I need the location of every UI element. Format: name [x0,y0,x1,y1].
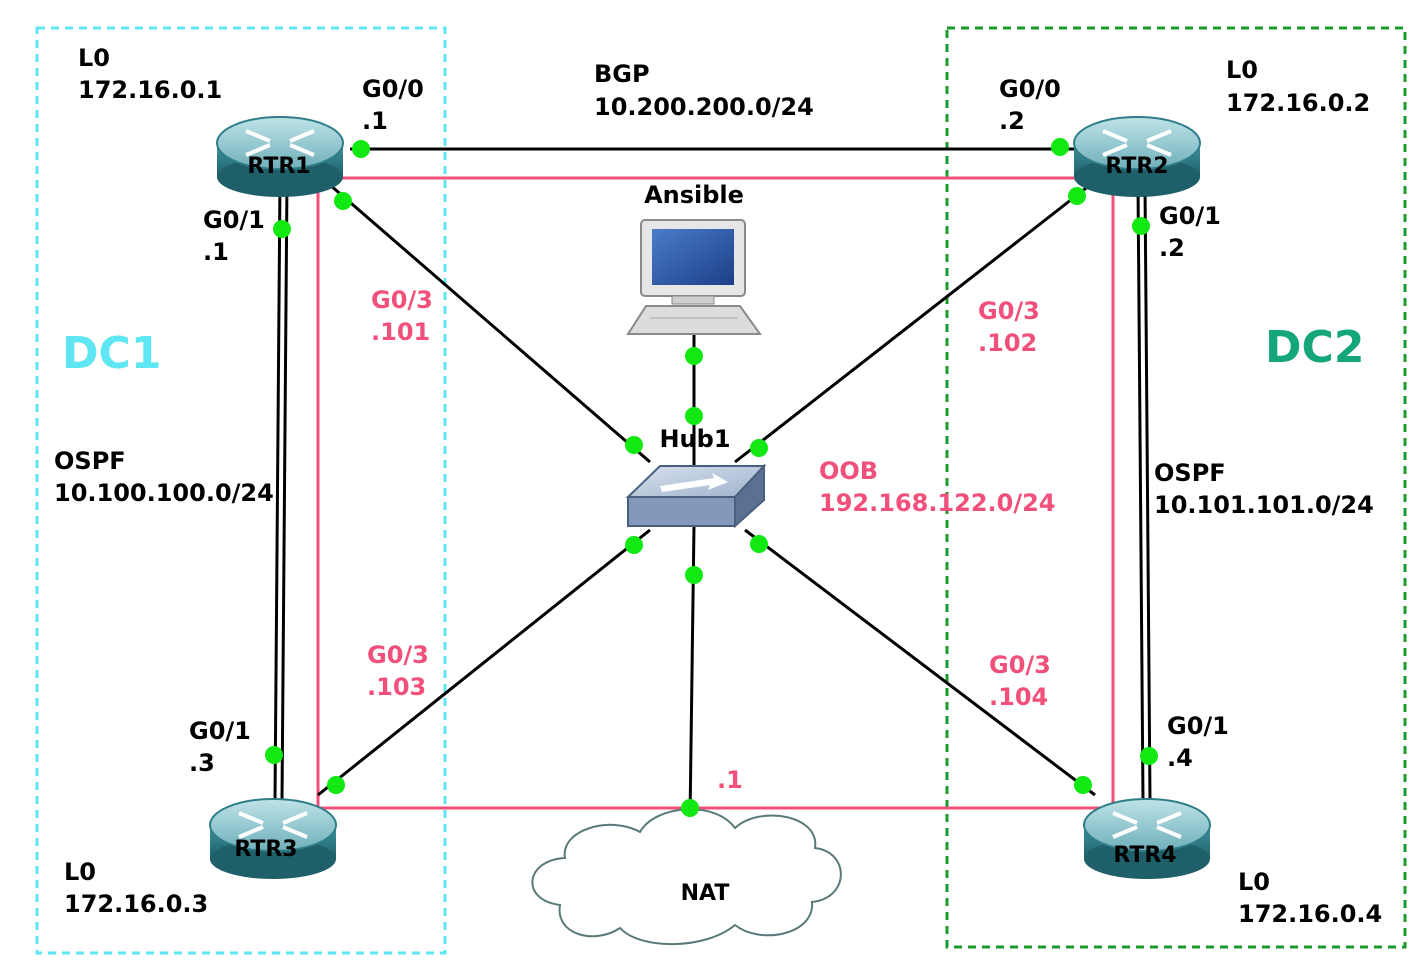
rtr2-g01-ip: .2 [1159,234,1185,262]
rtr4-g01-ip: .4 [1167,744,1193,772]
port-dot-rtr1-g01 [273,220,291,238]
rtr1-g01-ip: .1 [203,238,229,266]
port-dot-rtr1-g03 [334,192,352,210]
hub-name: Hub1 [659,425,730,453]
rtr1-loopback-name: L0 [78,44,110,72]
rtr1-loopback-ip: 172.16.0.1 [78,76,222,104]
port-dot-rtr4-g03 [1074,776,1092,794]
ospf-dc1-protocol-label: OSPF [54,447,126,475]
rtr2-g01-if: G0/1 [1159,202,1221,230]
rtr2-g00-ip: .2 [999,107,1025,135]
port-dot-hub-ansible [685,407,703,425]
rtr1-g00-ip: .1 [362,107,388,135]
rtr4-g03-ip: .104 [989,683,1048,711]
port-dot-rtr4-g01 [1140,747,1158,765]
rtr3-g01-if: G0/1 [189,717,251,745]
dc1-label: DC1 [62,328,161,379]
rtr2-g03-ip: .102 [978,329,1037,357]
port-dot-nat [681,799,699,817]
rtr4-loopback-name: L0 [1238,868,1270,896]
port-dot-rtr2-g00 [1051,138,1069,156]
rtr1-g01-if: G0/1 [203,206,265,234]
rtr2-name: RTR2 [1105,154,1168,179]
dc1-zone-border [35,26,447,955]
ospf-dc2-subnet-label: 10.101.101.0/24 [1154,491,1374,519]
port-dot-rtr1-g00 [352,140,370,158]
rtr1-g03-ip: .101 [371,318,430,346]
nat-name: NAT [681,881,730,906]
port-dots [265,138,1158,817]
port-dot-rtr2-g01 [1132,217,1150,235]
rtr4-g01-if: G0/1 [1167,712,1229,740]
oob-link-rtr2[interactable] [734,183,1091,464]
port-dot-rtr2-g03 [1068,187,1086,205]
port-dot-hub-rtr2 [750,439,768,457]
oob-link-rtr4[interactable] [744,528,1096,797]
dc2-zone-border [945,26,1407,949]
rtr3-g03-if: G0/3 [367,641,429,669]
rtr1-g03-if: G0/3 [371,286,433,314]
port-dot-rtr3-g01 [265,746,283,764]
ansible-name: Ansible [644,181,744,209]
oob-subnet-label: 192.168.122.0/24 [819,489,1056,517]
workstation-icon[interactable] [626,219,762,335]
bgp-protocol-label: BGP [594,60,650,88]
rtr4-g03-if: G0/3 [989,651,1051,679]
oob-link-rtr3[interactable] [317,528,651,797]
router-icon[interactable] [1083,798,1211,879]
rtr3-g01-ip: .3 [189,749,215,777]
rtr3-name: RTR3 [234,837,297,862]
oob-protocol-label: OOB [819,457,878,485]
rtr4-loopback-ip: 172.16.0.4 [1238,900,1382,928]
rtr3-loopback-ip: 172.16.0.3 [64,890,208,918]
ospf-dc2-protocol-label: OSPF [1154,459,1226,487]
oob-segment-frame [316,176,1115,810]
rtr3-g03-ip: .103 [367,673,426,701]
port-dot-ansible [685,347,703,365]
ospf-dc1-link-a[interactable] [273,179,282,801]
ospf-dc2-link-b[interactable] [1143,184,1152,801]
cloud-icon[interactable] [531,808,842,946]
router-icon[interactable] [216,116,344,197]
rtr1-g00-if: G0/0 [362,75,424,103]
rtr2-g00-if: G0/0 [999,75,1061,103]
hub-icon[interactable] [625,463,767,529]
rtr2-loopback-name: L0 [1226,56,1258,84]
port-dot-hub-rtr1 [625,436,643,454]
port-dot-hub-nat [685,566,703,584]
router-icon[interactable] [1073,116,1201,197]
nat-ip: .1 [717,766,743,794]
rtr2-loopback-ip: 172.16.0.2 [1226,89,1370,117]
rtr2-g03-if: G0/3 [978,297,1040,325]
ospf-dc1-link-b[interactable] [280,179,289,801]
port-dot-hub-rtr3 [625,536,643,554]
ospf-dc2-link-a[interactable] [1136,184,1145,801]
rtr3-loopback-name: L0 [64,858,96,886]
rtr4-name: RTR4 [1113,843,1176,868]
router-icon[interactable] [209,798,337,879]
dc2-label: DC2 [1265,322,1364,373]
oob-link-rtr1[interactable] [329,183,651,464]
port-dot-rtr3-g03 [327,776,345,794]
rtr1-name: RTR1 [247,154,310,179]
port-dot-hub-rtr4 [750,535,768,553]
bgp-subnet-label: 10.200.200.0/24 [594,93,814,121]
ospf-dc1-subnet-label: 10.100.100.0/24 [54,479,274,507]
